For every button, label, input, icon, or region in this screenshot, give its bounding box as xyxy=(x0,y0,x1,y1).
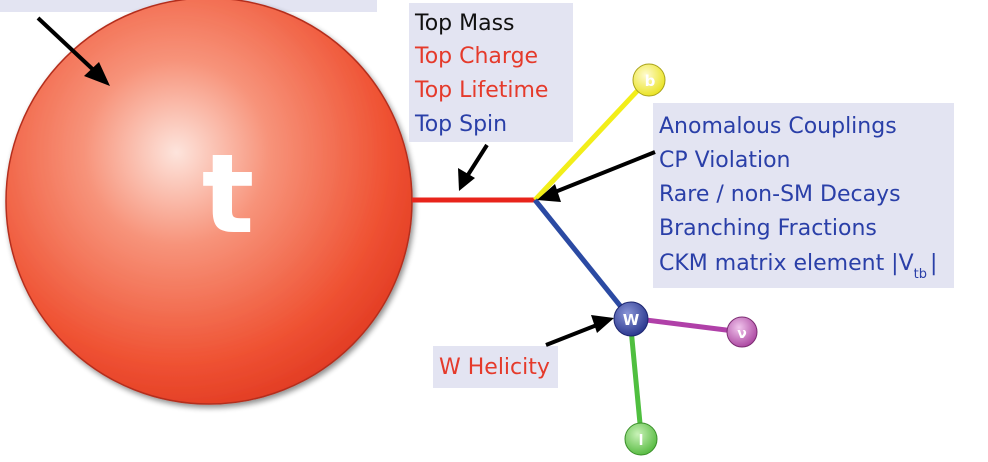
w-helicity-box xyxy=(433,346,558,388)
b-quark-sphere xyxy=(632,63,666,97)
arrow-to-top-line xyxy=(464,143,489,180)
arrow-to-vertex xyxy=(549,150,656,196)
top-lifetime-label: Top Lifetime xyxy=(414,78,548,103)
top-spin-label: Top Spin xyxy=(414,112,507,137)
top-charge-label: Top Charge xyxy=(414,44,538,69)
cp-violation-label: CP Violation xyxy=(659,148,791,173)
rare-decays-label: Rare / non-SM Decays xyxy=(659,182,901,207)
neutrino-sphere xyxy=(726,316,758,348)
lepton-label: l xyxy=(639,433,644,449)
top-quark-label: t xyxy=(202,130,255,258)
w-boson-sphere xyxy=(613,301,649,337)
w-boson-label: W xyxy=(623,311,640,329)
anomalous-couplings-label: Anomalous Couplings xyxy=(659,114,897,139)
arrow-to-vertex-head xyxy=(537,184,561,202)
neutrino-label: ν xyxy=(737,326,747,342)
decay-properties-box xyxy=(653,103,954,288)
arrow-to-top-quark xyxy=(36,16,104,80)
nu-line xyxy=(629,315,743,335)
branching-fractions-label: Branching Fractions xyxy=(659,216,877,241)
lepton-sphere xyxy=(624,422,658,456)
arrow-to-top-quark-head xyxy=(84,62,110,86)
top-mass-label: Top Mass xyxy=(414,11,515,36)
w-line xyxy=(533,198,632,320)
arrow-to-w xyxy=(545,321,603,347)
w-helicity-label: W Helicity xyxy=(439,355,550,380)
arrow-to-w-head xyxy=(591,315,614,333)
b-quark-label: b xyxy=(645,72,656,90)
top-properties-box xyxy=(409,3,573,142)
arrow-to-top-line-head xyxy=(458,168,475,191)
ckm-element-label: CKM matrix element |Vtb| xyxy=(659,251,937,282)
b-line xyxy=(533,86,642,202)
lepton-line xyxy=(627,317,644,435)
